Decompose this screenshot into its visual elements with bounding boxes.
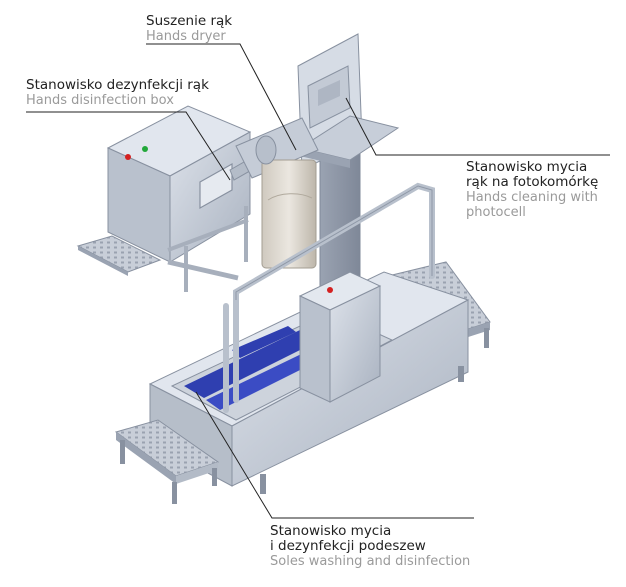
label-photocell-en-2: photocell	[466, 205, 526, 220]
label-photocell-en-1: Hands cleaning with	[466, 190, 598, 205]
leader-disinfection-box	[26, 111, 231, 181]
label-photocell-pl-2: rąk na fotokomórkę	[466, 174, 599, 190]
label-disinfection-box: Stanowisko dezynfekcji rąk Hands disinfe…	[26, 78, 266, 108]
leader-soles	[195, 391, 474, 519]
label-photocell: Stanowisko mycia rąk na fotokomórkę Hand…	[466, 160, 624, 220]
label-hands-dryer: Suszenie rąk Hands dryer	[146, 14, 346, 44]
label-hands-dryer-en: Hands dryer	[146, 29, 226, 44]
label-disinfection-box-en: Hands disinfection box	[26, 93, 174, 108]
machine-illustration	[76, 33, 491, 504]
hands-dryer	[235, 117, 319, 269]
leader-lines	[26, 43, 610, 519]
label-soles: Stanowisko mycia i dezynfekcji podeszew …	[270, 524, 510, 569]
disinfection-box	[106, 105, 252, 263]
hand-wash-panel	[297, 33, 400, 171]
label-soles-pl-1: Stanowisko mycia	[270, 524, 392, 539]
control-pedestal	[298, 271, 382, 403]
towel-roll	[261, 159, 317, 269]
entry-step	[114, 419, 220, 504]
hand-wash-basin	[298, 115, 400, 161]
label-soles-pl-2: i dezynfekcji podeszew	[270, 538, 426, 554]
label-photocell-pl-1: Stanowisko mycia	[466, 160, 588, 175]
red-indicator	[125, 154, 131, 160]
label-hands-dryer-pl: Suszenie rąk	[146, 14, 233, 29]
label-disinfection-box-pl: Stanowisko dezynfekcji rąk	[26, 78, 209, 93]
green-indicator	[142, 146, 148, 152]
pedestal-red-indicator	[327, 287, 333, 293]
leader-photocell	[345, 97, 610, 156]
label-soles-en-1: Soles washing and disinfection	[270, 554, 471, 569]
leader-hands-dryer	[146, 43, 297, 151]
